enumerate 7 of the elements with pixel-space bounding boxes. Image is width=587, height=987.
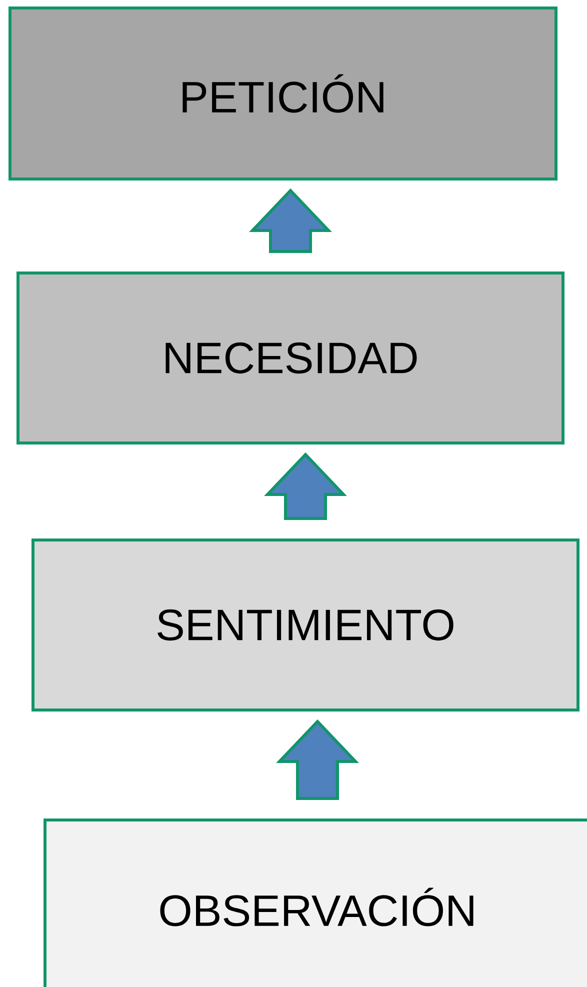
process-box: SENTIMIENTO (32, 538, 580, 712)
process-box: NECESIDAD (16, 272, 564, 444)
process-box: OBSERVACIÓN (44, 818, 587, 987)
block-arrow (276, 719, 359, 800)
block-arrow (249, 188, 332, 253)
block-arrow (264, 452, 347, 520)
process-box: PETICIÓN (8, 6, 558, 180)
